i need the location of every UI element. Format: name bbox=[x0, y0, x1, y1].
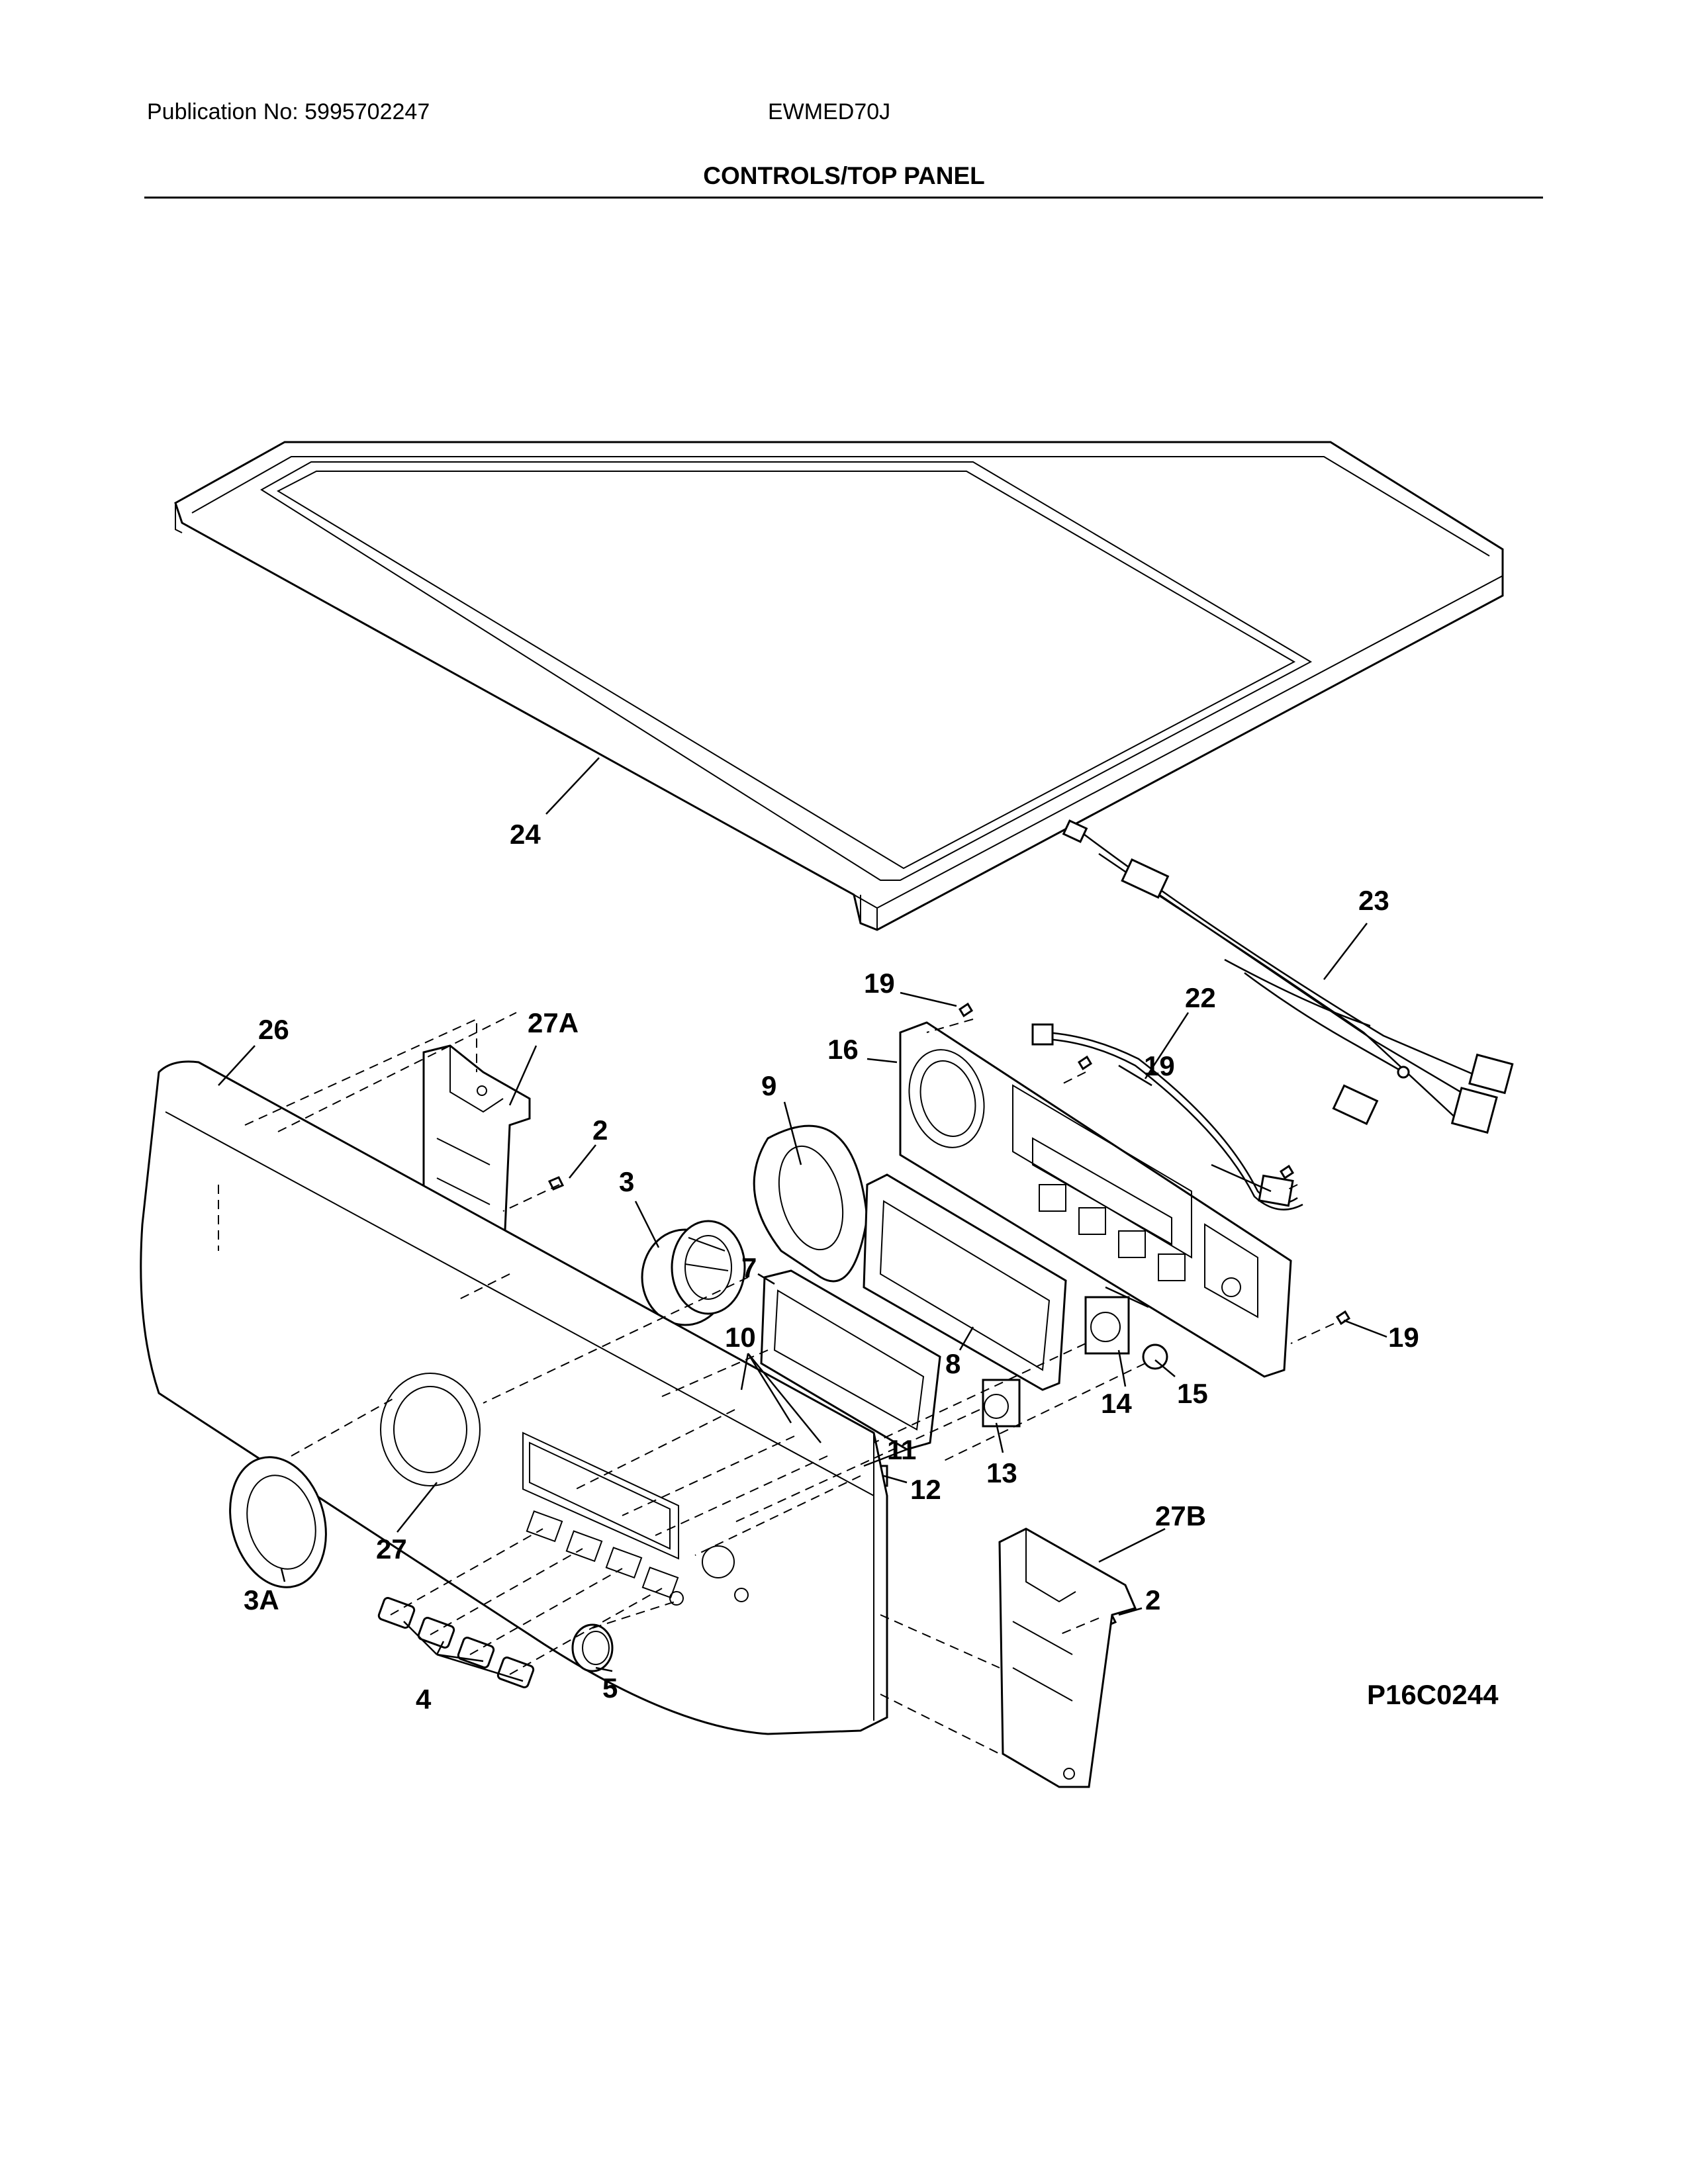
top-panel bbox=[174, 441, 1504, 931]
leader-lines bbox=[218, 757, 1387, 1682]
callout-3: 3 bbox=[619, 1166, 634, 1197]
callout-2-upper: 2 bbox=[592, 1115, 608, 1146]
callout-3a: 3A bbox=[244, 1584, 279, 1615]
callout-15: 15 bbox=[1177, 1378, 1208, 1409]
display-lens bbox=[760, 1269, 941, 1451]
knob-ring bbox=[229, 1456, 327, 1588]
callouts: 24 23 22 19 19 19 16 26 27A 2 3 9 7 8 10… bbox=[244, 819, 1419, 1715]
publication-number: Publication No: 5995702247 bbox=[147, 99, 430, 124]
selector-knob bbox=[641, 1220, 746, 1326]
callout-24: 24 bbox=[510, 819, 541, 850]
callout-5: 5 bbox=[602, 1672, 618, 1704]
section-title: CONTROLS/TOP PANEL bbox=[703, 162, 985, 189]
callout-4: 4 bbox=[416, 1684, 432, 1715]
callout-2-lower: 2 bbox=[1145, 1584, 1160, 1615]
callout-26: 26 bbox=[258, 1014, 289, 1045]
push-button-bezel bbox=[571, 1623, 614, 1672]
display-window bbox=[863, 1173, 1067, 1391]
callout-23: 23 bbox=[1358, 885, 1389, 916]
model-number: EWMED70J bbox=[768, 99, 891, 124]
assembly-lines bbox=[218, 1012, 1335, 1754]
callout-8: 8 bbox=[945, 1348, 961, 1379]
callout-27b: 27B bbox=[1155, 1500, 1206, 1531]
callout-27a: 27A bbox=[528, 1007, 579, 1038]
callout-19-mid: 19 bbox=[1144, 1050, 1175, 1081]
callout-22: 22 bbox=[1185, 982, 1216, 1013]
callout-11: 11 bbox=[887, 1434, 916, 1465]
callout-16: 16 bbox=[827, 1034, 859, 1065]
wiring-harness bbox=[1062, 819, 1514, 1134]
bracket-right bbox=[998, 1527, 1137, 1788]
header-rule bbox=[144, 197, 1543, 199]
callout-19-right: 19 bbox=[1388, 1322, 1419, 1353]
callout-9: 9 bbox=[761, 1070, 776, 1101]
callout-7: 7 bbox=[741, 1252, 757, 1283]
wire-22 bbox=[1031, 1023, 1303, 1210]
control-panel bbox=[140, 1060, 888, 1735]
callout-27: 27 bbox=[376, 1533, 407, 1565]
button-keys bbox=[377, 1597, 535, 1688]
callout-19-top: 19 bbox=[864, 968, 895, 999]
diagram-code: P16C0244 bbox=[1367, 1679, 1499, 1710]
light-guide-ring bbox=[753, 1124, 868, 1283]
callout-13: 13 bbox=[986, 1457, 1017, 1488]
callout-14: 14 bbox=[1101, 1388, 1132, 1419]
callout-10: 10 bbox=[725, 1322, 756, 1353]
control-housing bbox=[899, 1021, 1292, 1378]
callout-12: 12 bbox=[910, 1474, 941, 1505]
